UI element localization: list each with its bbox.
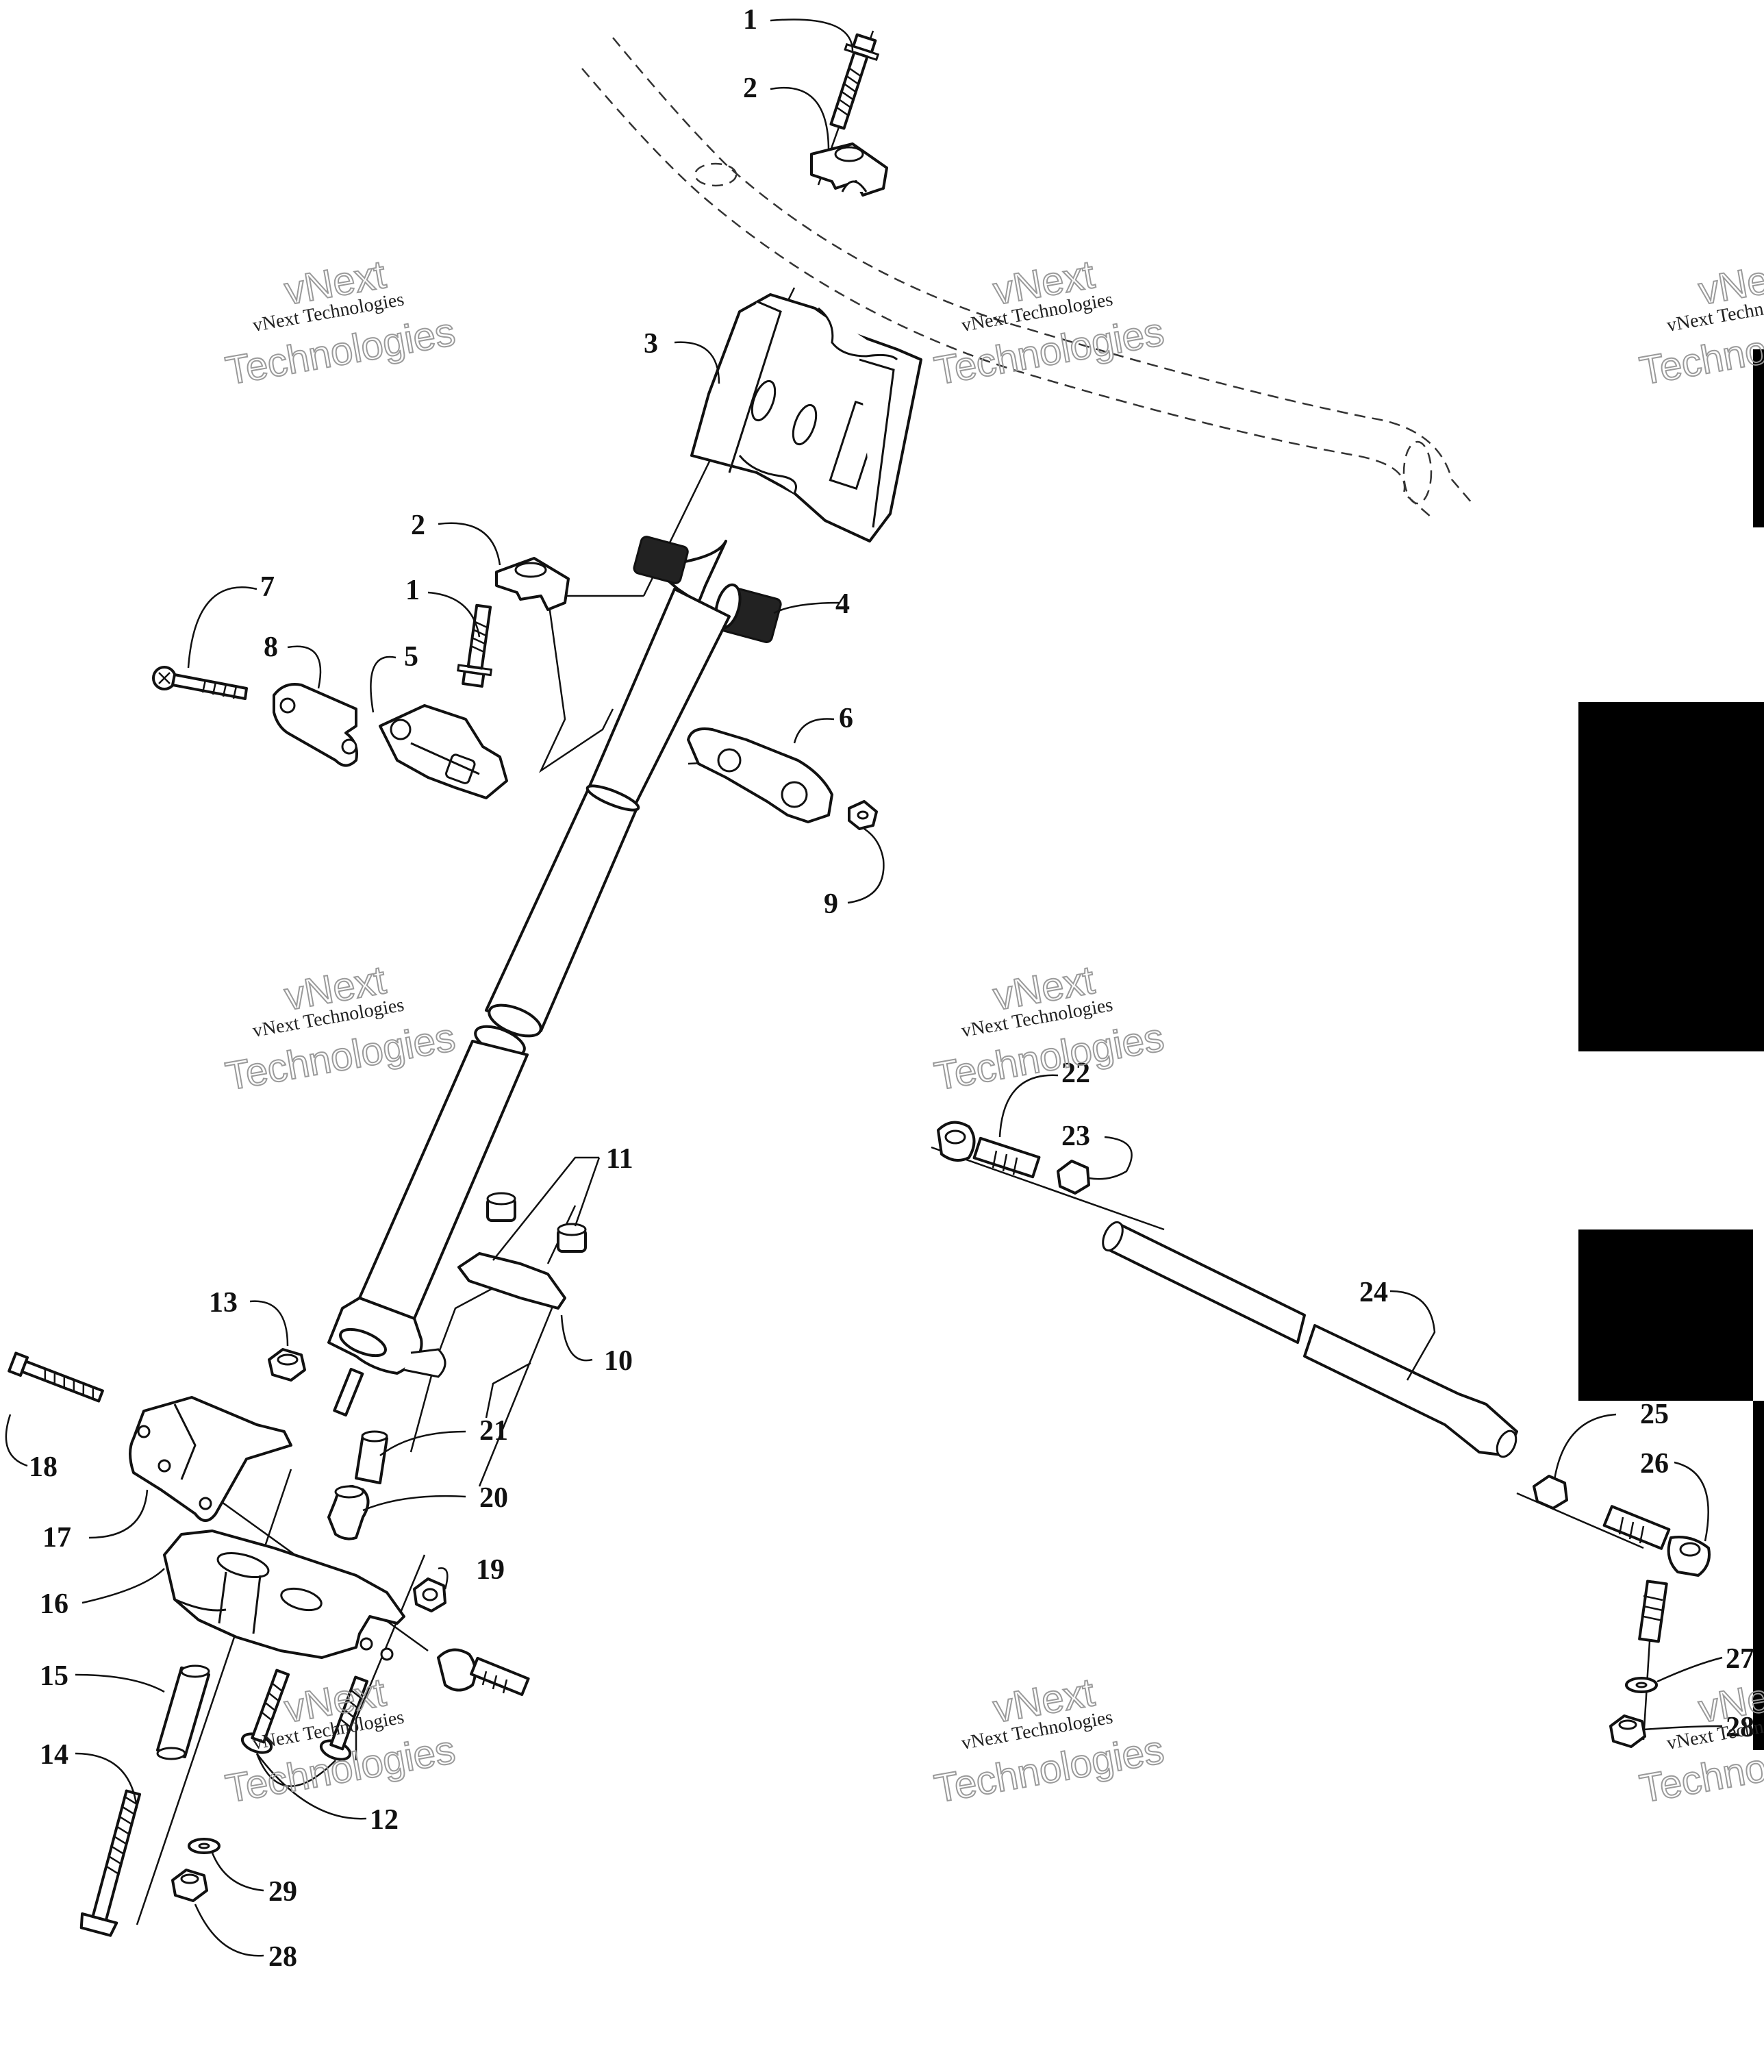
callout-1: 1 — [405, 575, 420, 606]
part-7-long-screw — [152, 666, 248, 700]
callout-14: 14 — [40, 1739, 68, 1771]
part-29-washer — [188, 1838, 220, 1854]
callout-10: 10 — [604, 1345, 633, 1377]
redaction-block-lower — [1578, 1230, 1753, 1401]
part-6-bracket-right — [687, 727, 833, 823]
callout-28: 28 — [268, 1941, 297, 1973]
part-25-jam-nut — [1533, 1475, 1568, 1510]
watermarks: vNext vNext Technologies Technologies vN… — [222, 251, 1764, 1812]
part-1-bolt-top — [829, 33, 880, 130]
watermark: vNext vNext Technologies Technologies — [931, 1669, 1168, 1812]
part-18-long-bolt — [8, 1351, 104, 1403]
callout-3: 3 — [644, 328, 658, 360]
handlebar-outline — [581, 37, 1473, 518]
callout-18: 18 — [29, 1451, 58, 1483]
part-16-steering-support — [163, 1530, 405, 1661]
part-12-bolts — [240, 1669, 369, 1761]
part-14-long-bolt — [79, 1789, 142, 1937]
callout-1: 1 — [743, 4, 757, 36]
part-5-steering-clamp — [379, 704, 508, 799]
callout-23: 23 — [1061, 1121, 1090, 1152]
callout-2: 2 — [743, 73, 757, 104]
part-8-bracket — [273, 683, 358, 767]
callout-17: 17 — [42, 1522, 71, 1553]
part-2-clamp-cap-lower — [495, 557, 570, 611]
part-21-sleeve — [355, 1430, 388, 1484]
callout-24: 24 — [1359, 1277, 1388, 1308]
part-3-handlebar-clamp-block — [690, 293, 922, 542]
redaction-blocks — [1578, 349, 1764, 1750]
callout-11: 11 — [606, 1143, 633, 1175]
callout-29: 29 — [268, 1876, 297, 1908]
part-28-nut-right — [1609, 1714, 1646, 1748]
callout-26: 26 — [1640, 1448, 1669, 1480]
watermark: vNext vNext Technologies Technologies — [1636, 251, 1764, 394]
part-2-clamp-cap-top — [810, 142, 888, 197]
callout-25: 25 — [1640, 1399, 1669, 1430]
rod-end-lower — [437, 1648, 530, 1697]
watermark: vNext vNext Technologies Technologies — [222, 251, 459, 394]
part-4-splined-shaft — [588, 536, 782, 810]
steering-column-lower — [327, 1040, 529, 1416]
callout-28: 28 — [1726, 1712, 1754, 1743]
callout-12: 12 — [370, 1804, 399, 1836]
redaction-block-top — [1753, 349, 1764, 527]
part-17-mounting-bracket — [129, 1396, 292, 1522]
watermark: vNext vNext Technologies Technologies — [931, 957, 1168, 1099]
part-22-tie-rod-end-left — [937, 1121, 1041, 1179]
callout-9: 9 — [824, 888, 838, 920]
part-11-spacers — [486, 1192, 587, 1253]
callout-19: 19 — [476, 1554, 505, 1586]
callout-7: 7 — [260, 571, 275, 603]
callout-20: 20 — [479, 1482, 508, 1514]
callout-8: 8 — [264, 632, 278, 663]
part-10-plate — [457, 1252, 566, 1310]
part-19-nut — [413, 1577, 446, 1612]
part-28-nut-left — [171, 1869, 208, 1902]
redaction-block-middle — [1578, 702, 1764, 1051]
callout-13: 13 — [209, 1287, 238, 1319]
part-20-bushing — [327, 1485, 370, 1540]
part-15-spacer-tube — [156, 1664, 210, 1760]
callout-4: 4 — [835, 588, 850, 620]
callout-15: 15 — [40, 1660, 68, 1692]
redaction-block-bottom — [1753, 1401, 1764, 1750]
watermark: vNext vNext Technologies Technologies — [222, 957, 459, 1099]
callout-21: 21 — [479, 1415, 508, 1447]
callout-27: 27 — [1726, 1643, 1754, 1675]
leader-lines — [5, 18, 1723, 1957]
callout-22: 22 — [1061, 1058, 1090, 1089]
part-26-tie-rod-end-right — [1602, 1505, 1711, 1643]
part-27-washer — [1625, 1677, 1658, 1693]
part-23-jam-nut — [1057, 1160, 1090, 1195]
callout-labels: 1 2 3 2 1 4 7 8 5 6 9 22 23 11 24 13 10 … — [29, 4, 1754, 1973]
part-13-nut — [268, 1348, 306, 1382]
watermark: vNext vNext Technologies Technologies — [931, 251, 1168, 394]
callout-16: 16 — [40, 1588, 68, 1620]
callout-6: 6 — [839, 703, 853, 734]
steering-column-upper — [474, 784, 640, 1058]
part-24-tie-rod — [1102, 1221, 1518, 1458]
callout-2: 2 — [411, 510, 425, 541]
part-9-nut — [848, 800, 878, 830]
callout-5: 5 — [404, 641, 418, 673]
part-1-bolt-lower — [457, 603, 493, 688]
